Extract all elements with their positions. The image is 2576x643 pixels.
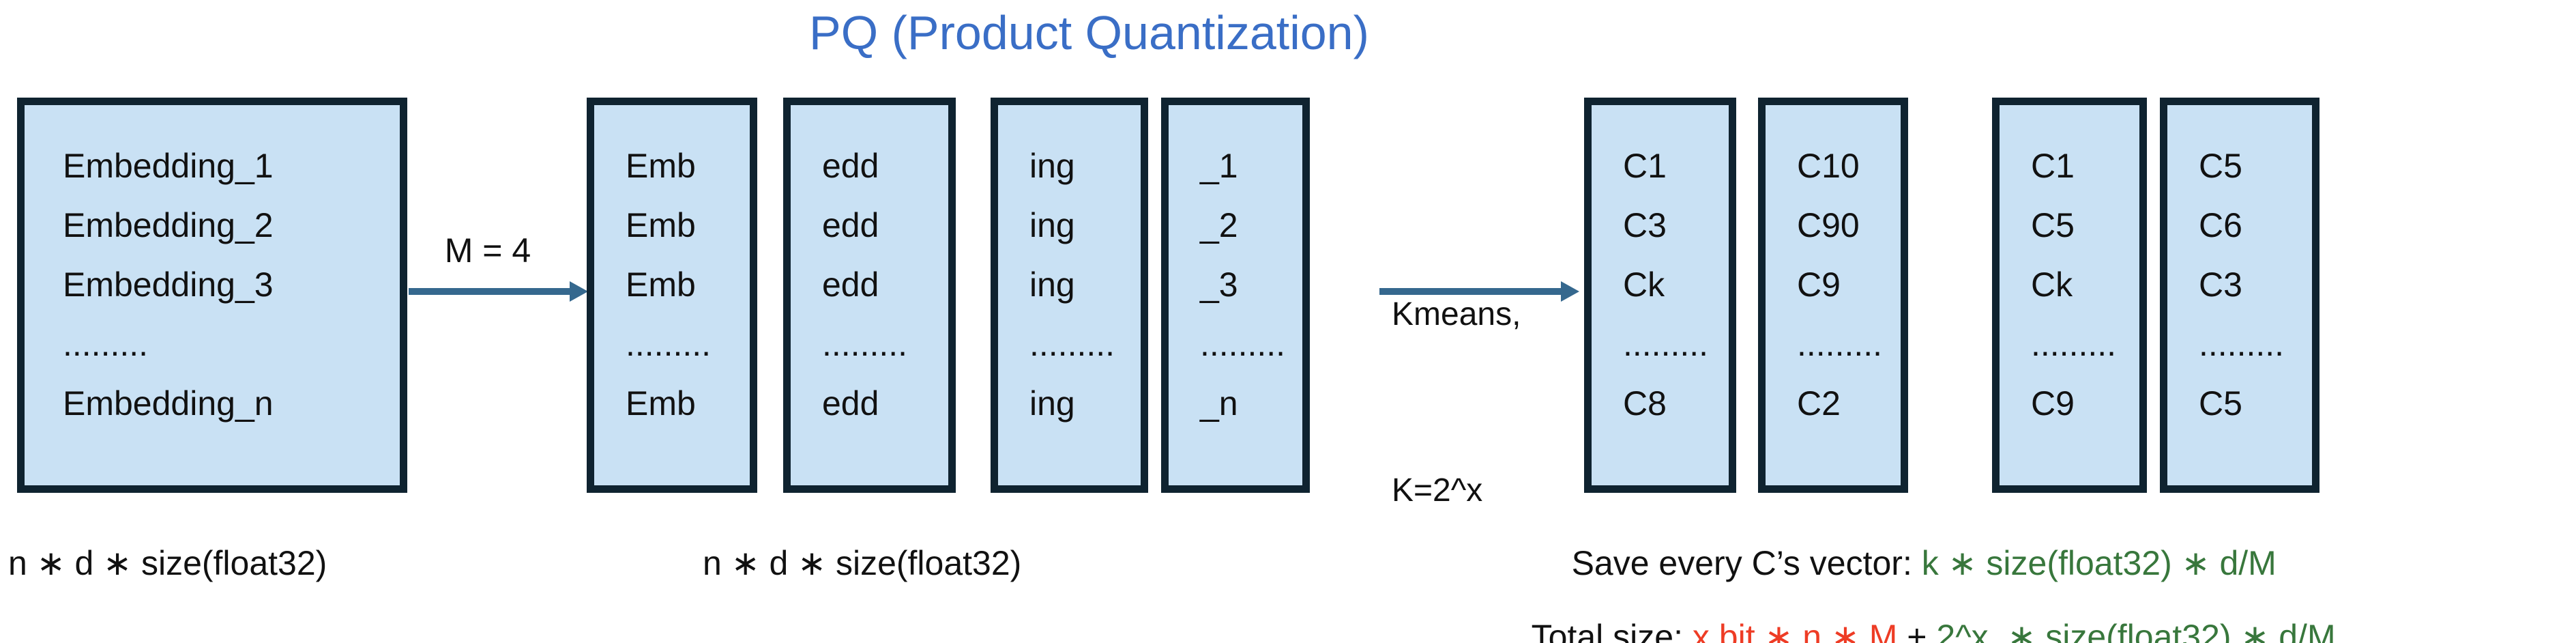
codebook-row: Ck (2031, 266, 2073, 304)
codebook-box-3: C1 C5 Ck ......... C9 (1992, 98, 2147, 493)
embeddings-box: Embedding_1 Embedding_2 Embedding_3 ....… (17, 98, 407, 493)
codebook-row: C6 (2199, 206, 2242, 244)
split-row: ing (1029, 266, 1075, 304)
split-row: ing (1029, 384, 1075, 423)
split-row: edd (822, 147, 879, 185)
kmeans-arrow-line (1379, 288, 1561, 295)
ellipsis-row: ......... (626, 325, 712, 363)
split-row: _2 (1200, 206, 1238, 244)
ellipsis-row: ......... (1797, 325, 1883, 363)
save-vector-prefix: Save every C’s vector: (1571, 544, 1922, 582)
split-row: ing (1029, 147, 1075, 185)
total-size-plus: + (1907, 618, 1937, 643)
ellipsis-row: ......... (2031, 325, 2117, 363)
ellipsis-row: ......... (2199, 325, 2285, 363)
ellipsis-row: ......... (822, 325, 908, 363)
codebook-row: C5 (2031, 206, 2075, 244)
save-vector-caption: Save every C’s vector: k ∗ size(float32)… (1534, 504, 2277, 623)
codebook-box-1: C1 C3 Ck ......... C8 (1584, 98, 1736, 493)
source-size-formula: n ∗ d ∗ size(float32) (8, 544, 327, 582)
embeddings-row: Embedding_1 (63, 147, 274, 185)
codebook-box-2: C10 C90 C9 ......... C2 (1758, 98, 1908, 493)
codebook-box-4: C5 C6 C3 ......... C5 (2160, 98, 2319, 493)
split-row: _n (1200, 384, 1238, 423)
ellipsis-row: ......... (1029, 325, 1115, 363)
embeddings-row: Embedding_3 (63, 266, 274, 304)
codebook-row: C3 (1623, 206, 1667, 244)
m4-arrow-head-icon (570, 281, 588, 302)
kmeans-label-line2: K=2^x (1392, 472, 1483, 509)
split-row: edd (822, 384, 879, 423)
split-row: _3 (1200, 266, 1238, 304)
split-row: edd (822, 206, 879, 244)
codebook-row: C8 (1623, 384, 1667, 423)
split-box-3: ing ing ing ......... ing (991, 98, 1148, 493)
diagram-title: PQ (Product Quantization) (809, 6, 1369, 59)
total-size-green-term: 2^x ∗ size(float32) ∗ d/M (1936, 618, 2336, 643)
codebook-row: C90 (1797, 206, 1860, 244)
split-row: Emb (626, 206, 696, 244)
codebook-row: C1 (1623, 147, 1667, 185)
m4-arrow-label: M = 4 (444, 231, 531, 270)
total-size-prefix: Total size: (1531, 618, 1693, 643)
split-row: _1 (1200, 147, 1238, 185)
split-row: Emb (626, 384, 696, 423)
codebook-row: Ck (1623, 266, 1665, 304)
codebook-row: C10 (1797, 147, 1860, 185)
total-size-caption: Total size: x bit ∗ n ∗ M + 2^x ∗ size(f… (1494, 577, 2336, 643)
ellipsis-row: ......... (1623, 325, 1709, 363)
codebook-row: C1 (2031, 147, 2075, 185)
ellipsis-row: ......... (1200, 325, 1286, 363)
codebook-row: C3 (2199, 266, 2242, 304)
split-row: ing (1029, 206, 1075, 244)
codebook-row: C9 (2031, 384, 2075, 423)
codebook-row: C9 (1797, 266, 1841, 304)
kmeans-label-line1: Kmeans, (1392, 296, 1521, 332)
split-size-formula: n ∗ d ∗ size(float32) (703, 544, 1022, 582)
split-box-2: edd edd edd ......... edd (783, 98, 956, 493)
embeddings-row: Embedding_n (63, 384, 274, 423)
codebook-row: C5 (2199, 147, 2242, 185)
save-vector-formula: k ∗ size(float32) ∗ d/M (1921, 544, 2277, 582)
codebook-row: C5 (2199, 384, 2242, 423)
kmeans-arrow-label: Kmeans, K=2^x (1392, 168, 1521, 638)
split-row: edd (822, 266, 879, 304)
total-size-red-term: x bit ∗ n ∗ M (1692, 618, 1907, 643)
split-row: Emb (626, 147, 696, 185)
split-box-4: _1 _2 _3 ......... _n (1161, 98, 1310, 493)
split-box-1: Emb Emb Emb ......... Emb (587, 98, 757, 493)
m4-arrow-line (409, 288, 571, 295)
codebook-row: C2 (1797, 384, 1841, 423)
kmeans-arrow-head-icon (1561, 281, 1579, 302)
split-row: Emb (626, 266, 696, 304)
embeddings-row: Embedding_2 (63, 206, 274, 244)
ellipsis-row: ......... (63, 325, 149, 363)
